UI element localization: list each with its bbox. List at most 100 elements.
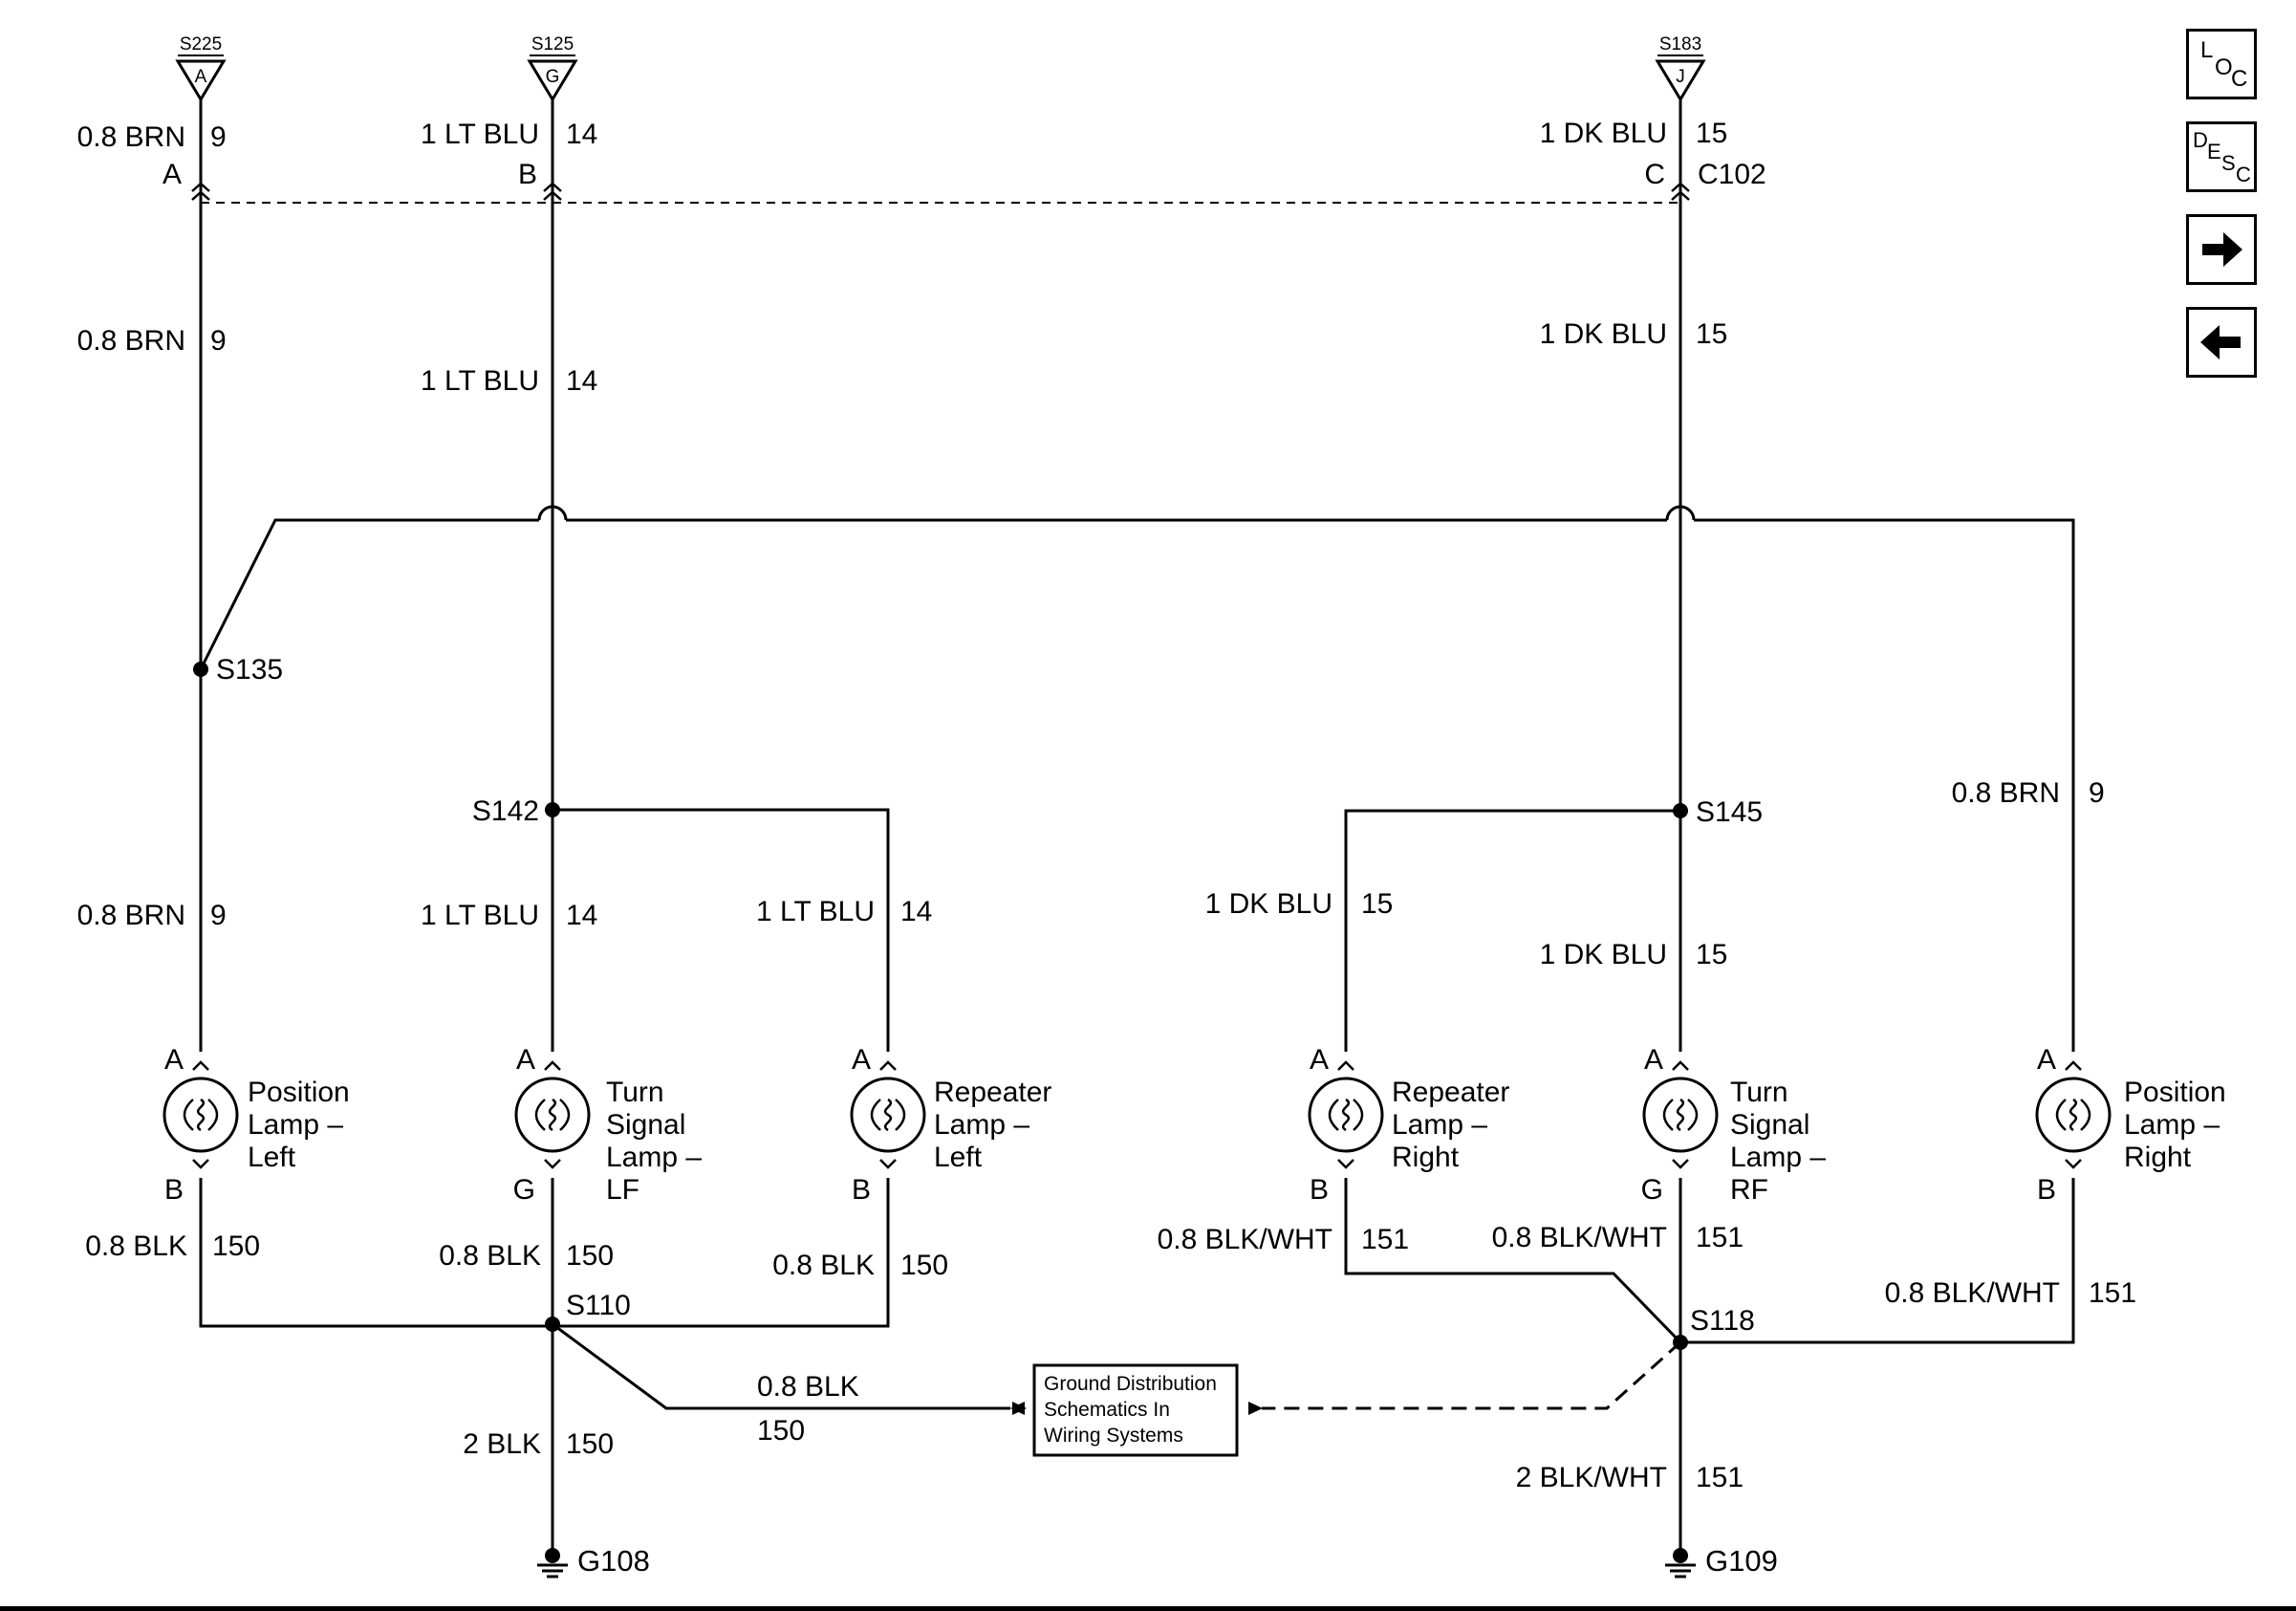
desc-button[interactable]: D E S C: [2186, 121, 2257, 192]
splice-s110: S110: [566, 1290, 631, 1321]
svg-text:15: 15: [1361, 888, 1393, 920]
desc-letter: S: [2221, 151, 2236, 175]
lamp-label: Signal: [606, 1109, 685, 1141]
wire-blkwht-to-ground-box: [1262, 1340, 1682, 1410]
arrow-left-icon: [1010, 1402, 1025, 1415]
svg-text:150: 150: [757, 1415, 805, 1447]
feed-pin-g: G: [546, 67, 560, 87]
svg-text:0.8 BLK: 0.8 BLK: [85, 1230, 187, 1262]
svg-text:0.8 BLK: 0.8 BLK: [772, 1250, 875, 1281]
desc-letter: C: [2236, 163, 2251, 186]
lamp-pin-out: G: [1641, 1174, 1663, 1206]
lamp-pin-out: B: [164, 1174, 184, 1206]
svg-text:151: 151: [2089, 1277, 2136, 1309]
lamp-label: Position: [248, 1077, 350, 1108]
feed-triangles: [175, 59, 1706, 102]
svg-text:1 LT BLU: 1 LT BLU: [421, 365, 539, 397]
connector-chevrons: [191, 182, 1690, 201]
lamp-label: Lamp –: [934, 1109, 1029, 1141]
ground-g108: G108: [577, 1544, 650, 1578]
svg-text:9: 9: [2089, 777, 2105, 809]
svg-text:14: 14: [900, 896, 932, 927]
splice-dots: [193, 662, 1688, 1350]
connector-pin-b: B: [518, 159, 537, 190]
arrow-right-icon: [1248, 1402, 1263, 1415]
svg-text:15: 15: [1696, 118, 1727, 149]
lamp-label: Lamp –: [1730, 1142, 1826, 1173]
ground-box-line-3: Wiring Systems: [1044, 1425, 1183, 1447]
lamp-pin-in: A: [852, 1044, 871, 1076]
svg-text:9: 9: [210, 121, 227, 153]
lamp-label: Turn: [1730, 1077, 1788, 1108]
splice-s118: S118: [1690, 1305, 1755, 1337]
lamp-label: Lamp –: [606, 1142, 702, 1173]
feed-pin-j: J: [1676, 67, 1685, 87]
ground-symbols: [537, 1548, 1696, 1578]
splice-s135: S135: [216, 654, 283, 686]
splice-s145: S145: [1696, 796, 1763, 828]
wire-blkwht-right: [1344, 1178, 2075, 1344]
lamp-label: Position: [2124, 1077, 2226, 1108]
svg-text:0.8 BLK/WHT: 0.8 BLK/WHT: [1885, 1277, 2060, 1309]
feed-pin-a: A: [195, 67, 207, 87]
svg-text:1 DK BLU: 1 DK BLU: [1540, 318, 1667, 350]
lamp-pin-in: A: [1644, 1044, 1663, 1076]
svg-text:14: 14: [566, 119, 597, 150]
svg-text:0.8 BRN: 0.8 BRN: [77, 121, 185, 153]
lamp-label: Repeater: [1392, 1077, 1509, 1108]
ground-box-line-1: Ground Distribution: [1044, 1373, 1217, 1395]
wire-blk-left: [199, 1178, 890, 1328]
lamp-label: Left: [934, 1142, 983, 1173]
lamp-label: Lamp –: [2124, 1109, 2220, 1141]
svg-text:150: 150: [900, 1250, 948, 1281]
svg-text:150: 150: [212, 1230, 260, 1262]
wire-blk-to-ground-box: [552, 1322, 1010, 1410]
svg-text:151: 151: [1696, 1222, 1744, 1253]
wire-labels: 0.8 BRN 9 0.8 BRN 9 0.8 BRN 9 1 LT BLU 1…: [77, 118, 2136, 1493]
lamp-label: Left: [248, 1142, 296, 1173]
lamp-label: Turn: [606, 1077, 664, 1108]
svg-text:0.8 BLK/WHT: 0.8 BLK/WHT: [1158, 1224, 1332, 1255]
connector-pin-c: C: [1644, 159, 1665, 190]
loc-letter: O: [2215, 54, 2233, 80]
svg-text:1 DK BLU: 1 DK BLU: [1540, 939, 1667, 970]
lamp-pin-in: A: [516, 1044, 535, 1076]
wire-brn-cross: [199, 518, 539, 670]
lamp-pin-out: G: [513, 1174, 535, 1206]
lamp-pin-in: A: [2037, 1044, 2056, 1076]
previous-page-button[interactable]: [2186, 307, 2257, 378]
svg-text:0.8 BLK: 0.8 BLK: [757, 1371, 859, 1403]
loc-button[interactable]: L O C: [2186, 29, 2257, 99]
svg-text:14: 14: [566, 365, 597, 397]
loc-letter: L: [2200, 37, 2214, 63]
arrow-right-icon: [2202, 232, 2242, 267]
ground-distribution-box[interactable]: [1032, 1363, 1239, 1457]
svg-text:1 LT BLU: 1 LT BLU: [756, 896, 875, 927]
next-page-button[interactable]: [2186, 214, 2257, 285]
lamp-label: LF: [606, 1174, 639, 1206]
connector-id: C102: [1698, 159, 1766, 190]
lamp-label: Lamp –: [248, 1109, 343, 1141]
loc-letter: C: [2231, 66, 2248, 92]
svg-text:0.8 BRN: 0.8 BRN: [77, 325, 185, 357]
wire-dk-blu-repeater: [1344, 809, 1680, 1052]
svg-text:150: 150: [566, 1428, 614, 1460]
svg-text:0.8 BLK: 0.8 BLK: [439, 1240, 541, 1272]
lamp-pin-out: B: [852, 1174, 871, 1206]
svg-text:0.8 BRN: 0.8 BRN: [77, 900, 185, 931]
lamp-pin-out: B: [2037, 1174, 2056, 1206]
lamp-label: Right: [2124, 1142, 2192, 1173]
lamp-pin-out: B: [1310, 1174, 1329, 1206]
bottom-rule: [0, 1606, 2296, 1611]
lamp-label: Signal: [1730, 1109, 1809, 1141]
svg-text:2 BLK/WHT: 2 BLK/WHT: [1516, 1462, 1667, 1493]
feed-splice-s125: S125: [531, 34, 574, 54]
lamp-pin-in: A: [1310, 1044, 1329, 1076]
